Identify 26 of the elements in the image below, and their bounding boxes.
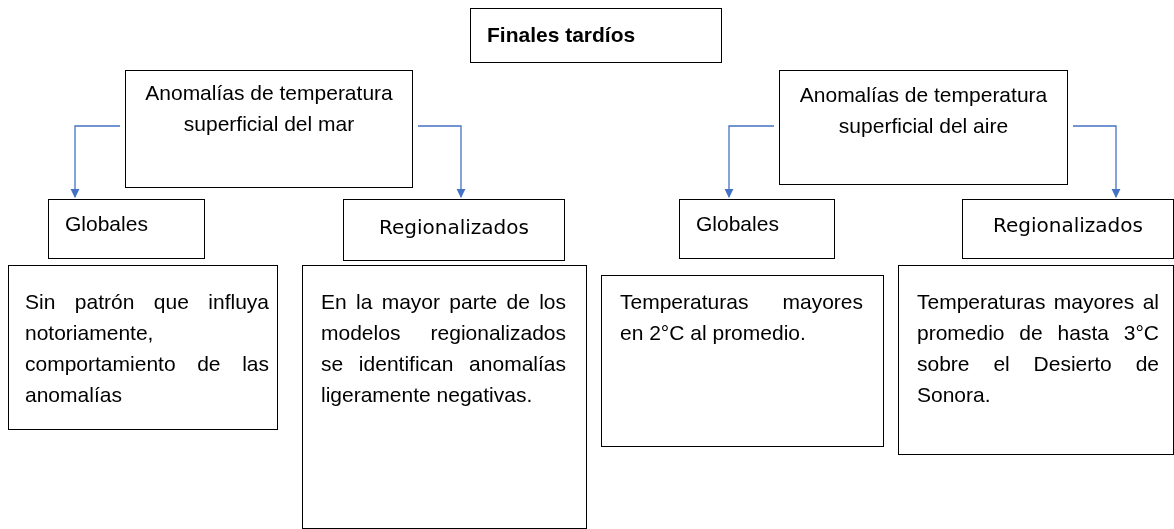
node-text: Globales <box>65 211 149 237</box>
title-box <box>470 8 722 63</box>
category-box <box>48 199 205 259</box>
node-text: Regionalizados <box>378 214 530 240</box>
node-text: Finales tardíos <box>487 22 637 48</box>
text-box <box>898 265 1174 455</box>
text-box <box>8 265 278 430</box>
node-text: Anomalías de temperatura superficial del aire <box>798 82 1049 139</box>
category-box <box>343 199 565 261</box>
node-text: Temperaturas mayores al promedio de hasta 3°C sobre el Desierto de Sonora. <box>917 289 1159 408</box>
text-box <box>302 265 587 529</box>
category-box <box>679 199 835 259</box>
category-box <box>962 199 1174 259</box>
text-box <box>779 70 1068 185</box>
node-text: Sin patrón que influya notoriamente, comportamiento de las anomalías <box>25 289 269 408</box>
text-box <box>601 275 884 447</box>
arrow <box>70 125 121 198</box>
arrow <box>417 125 466 198</box>
text-box <box>125 70 413 188</box>
arrow <box>1072 125 1121 198</box>
node-text: Regionalizados <box>992 212 1144 238</box>
node-text: Anomalías de temperatura superficial del mar <box>144 80 394 137</box>
arrow <box>724 125 775 198</box>
node-text: En la mayor parte de los modelos regionalizados se identifican anomalías ligeramente negativas. <box>321 289 566 408</box>
node-text: Globales <box>696 211 780 237</box>
node-text: Temperaturas mayores en 2°C al promedio. <box>620 289 863 346</box>
